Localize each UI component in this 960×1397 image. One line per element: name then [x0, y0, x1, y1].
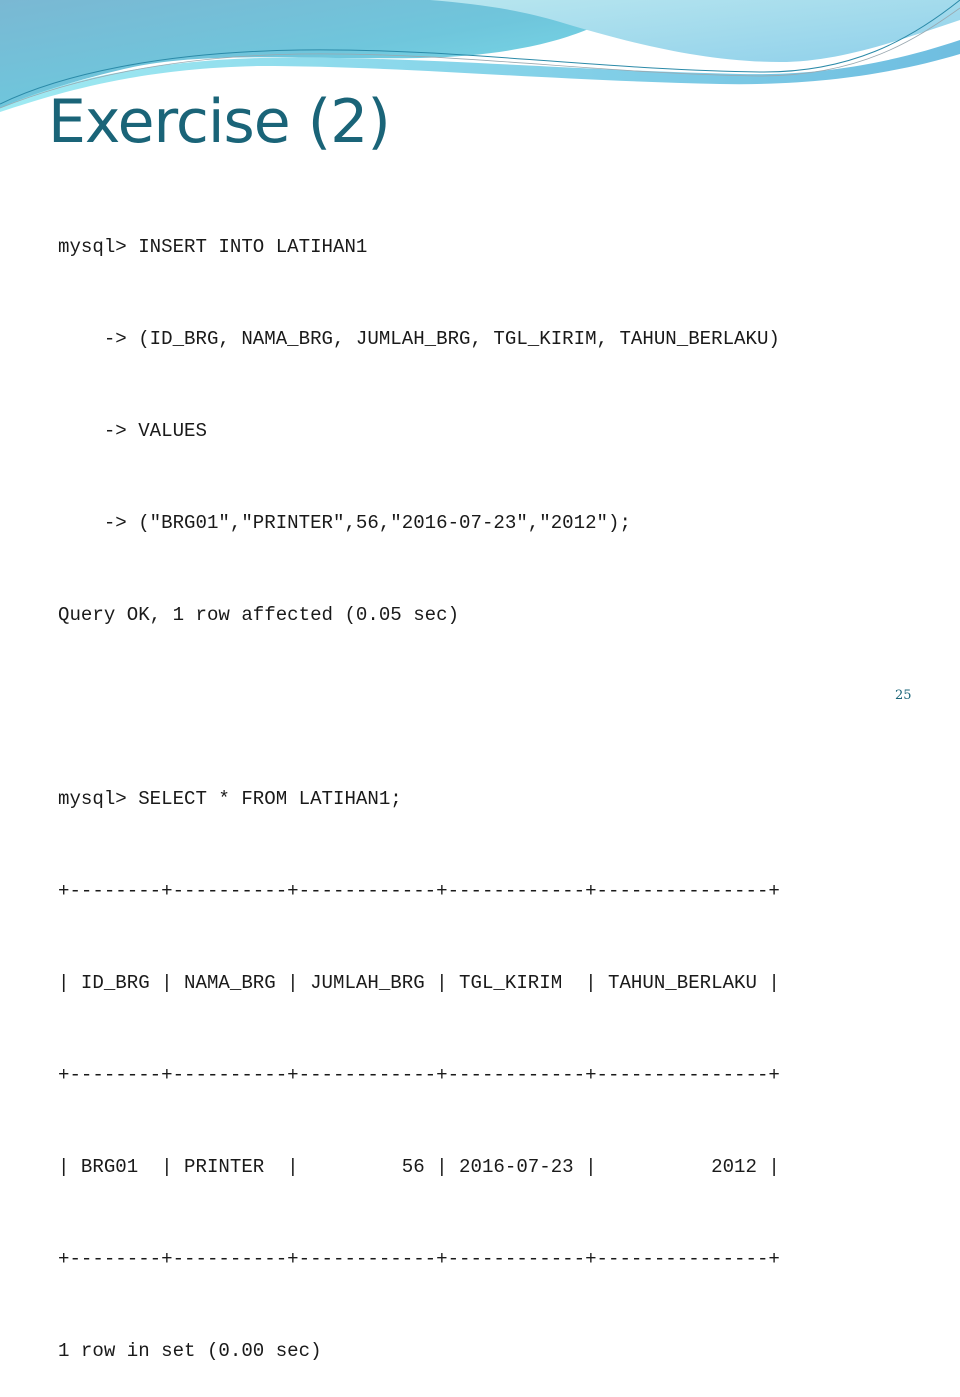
table-border-bottom: +--------+----------+------------+------…: [58, 1247, 780, 1270]
insert-columns-line: -> (ID_BRG, NAMA_BRG, JUMLAH_BRG, TGL_KI…: [58, 328, 780, 351]
header-wave-decoration: [0, 0, 960, 112]
blank-line: [58, 692, 780, 723]
insert-command-line: mysql> INSERT INTO LATIHAN1: [58, 236, 368, 259]
table-border-middle: +--------+----------+------------+------…: [58, 1063, 780, 1086]
table-header-row: | ID_BRG | NAMA_BRG | JUMLAH_BRG | TGL_K…: [58, 971, 780, 994]
mysql-console-output: mysql> INSERT INTO LATIHAN1 -> (ID_BRG, …: [58, 171, 780, 1397]
insert-result-line: Query OK, 1 row affected (0.05 sec): [58, 604, 460, 627]
insert-values-keyword-line: -> VALUES: [58, 420, 207, 443]
slide-title: Exercise (2): [48, 87, 391, 157]
insert-values-line: -> ("BRG01","PRINTER",56,"2016-07-23","2…: [58, 512, 631, 535]
select-result-line: 1 row in set (0.00 sec): [58, 1339, 322, 1362]
page-number: 25: [895, 688, 912, 703]
select-command-line: mysql> SELECT * FROM LATIHAN1;: [58, 788, 402, 811]
table-border-top: +--------+----------+------------+------…: [58, 879, 780, 902]
table-row: | BRG01 | PRINTER | 56 | 2016-07-23 | 20…: [58, 1155, 780, 1178]
